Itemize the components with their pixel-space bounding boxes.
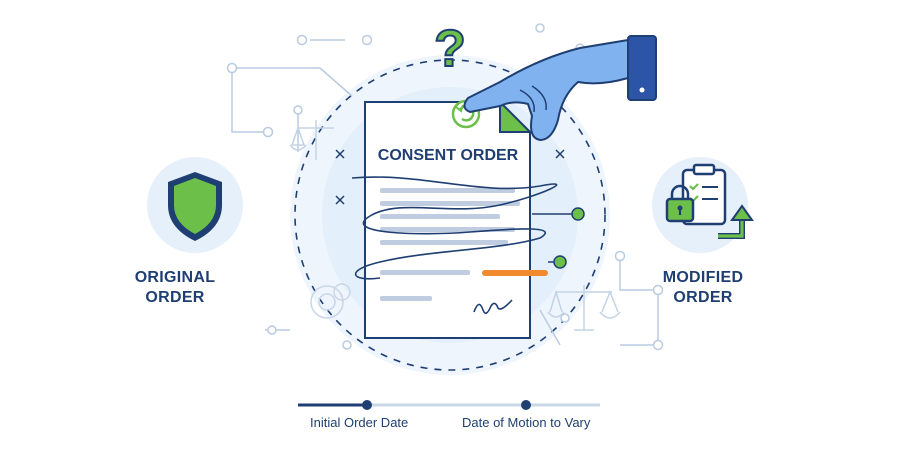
sleeve-cuff: [627, 35, 657, 101]
green-connectors: [532, 207, 585, 269]
timeline-end-label: Date of Motion to Vary: [462, 415, 591, 430]
highlight-bar: [482, 270, 548, 276]
question-mark-icon: ?: [434, 20, 466, 78]
timeline: [298, 400, 600, 410]
scale-icon-left: [289, 120, 334, 160]
folded-corner: [499, 99, 533, 133]
dashed-orbit: [294, 59, 606, 371]
modified-order-line1: MODIFIED: [662, 269, 744, 286]
timeline-start-label: Initial Order Date: [310, 415, 409, 430]
sparkle-marks: [335, 149, 565, 205]
swirl-thread: [351, 176, 558, 280]
shield-icon: [168, 172, 222, 241]
locked-clipboard-icon: [665, 163, 727, 226]
modified-order-line2: ORDER: [673, 289, 733, 306]
signature-mark: [473, 299, 513, 314]
original-order-line1: ORIGINAL: [134, 269, 216, 286]
document-title: CONSENT ORDER: [377, 147, 519, 164]
timeline-marker-start: [362, 400, 372, 410]
up-arrow-icon: [718, 204, 754, 239]
original-order-label: ORIGINAL ORDER: [120, 268, 230, 308]
gear-icon: [310, 283, 351, 319]
modified-order-label: MODIFIED ORDER: [648, 268, 758, 308]
consent-order-document: [364, 99, 548, 339]
scale-icon-right: [547, 285, 621, 331]
timeline-marker-end: [521, 400, 531, 410]
connector-nodes: [226, 23, 664, 351]
original-order-line2: ORDER: [145, 289, 205, 306]
hand-icon: [463, 35, 657, 141]
